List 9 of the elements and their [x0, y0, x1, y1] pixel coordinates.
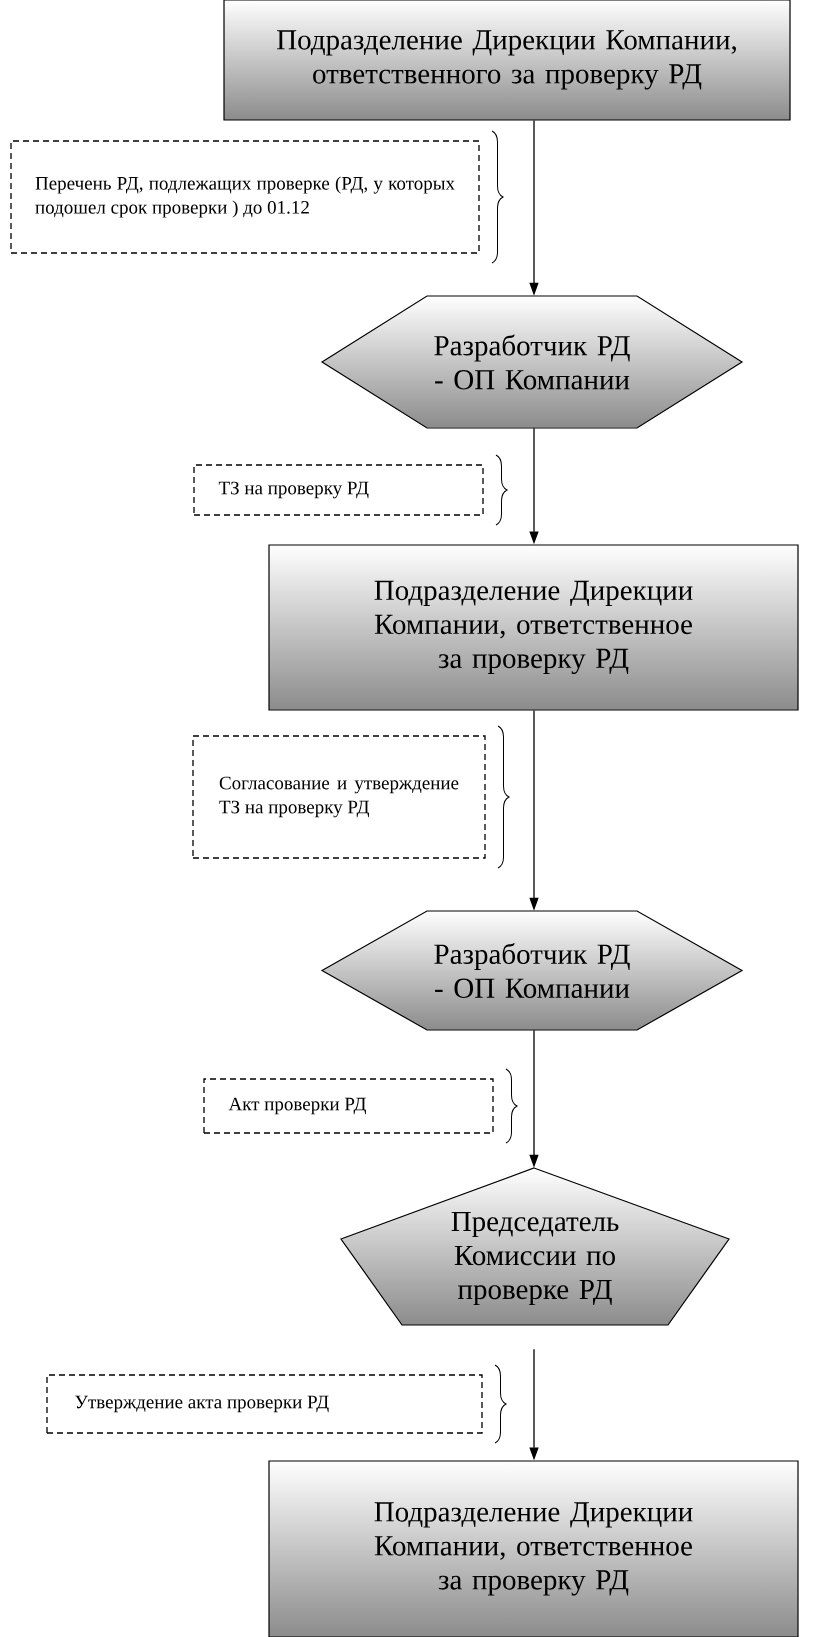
note-box: Акт проверки РД	[203, 1078, 494, 1134]
process-box: Подразделение Дирекции Компании, ответственного за проверку РД	[223, 0, 791, 121]
process-box: Подразделение Дирекции Компании, ответственное за проверку РД	[268, 1460, 799, 1637]
note-box: Согласование и утверждение ТЗ на проверку РД	[192, 735, 486, 859]
note-box: ТЗ на проверку РД	[193, 464, 484, 516]
note-box: Перечень РД, подлежащих проверке (РД, у которых подошел срок проверки ) до 01.12	[10, 140, 480, 254]
process-box: Подразделение Дирекции Компании, ответственное за проверку РД	[268, 544, 799, 711]
note-box: Утверждение акта проверки РД	[46, 1374, 483, 1434]
pentagon-box: Председатель Комиссии по проверке РД	[340, 1167, 730, 1326]
